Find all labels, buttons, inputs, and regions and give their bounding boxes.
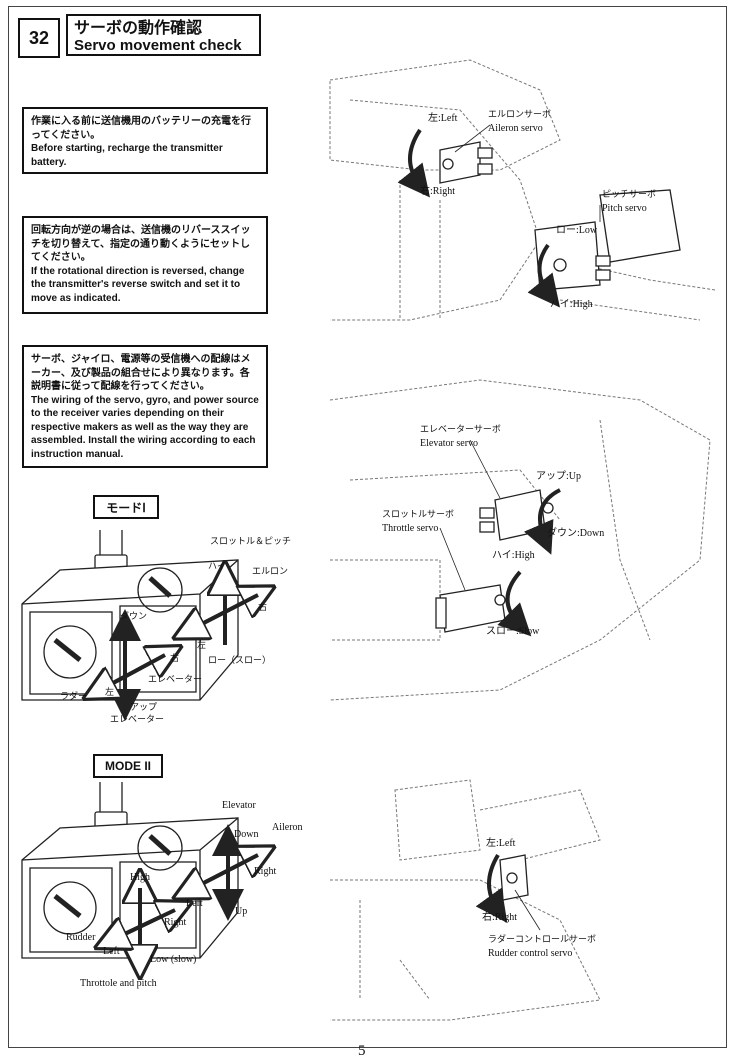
elevator-rotation-arrow xyxy=(523,488,561,555)
leader-lines xyxy=(439,124,601,931)
throttle-servo xyxy=(435,584,506,633)
m2-up: Up xyxy=(235,906,248,917)
f1-low: ロー:Low xyxy=(556,225,598,236)
f3-right: 右:Right xyxy=(482,912,518,923)
note-battery: 作業に入る前に送信機用のバッテリーの充電を行ってください。 Before sta… xyxy=(22,107,268,174)
mode2-label: MODE II xyxy=(93,754,163,778)
f3-rudder-jp: ラダーコントロールサーボ xyxy=(488,935,597,945)
m1-aileron: エルロン xyxy=(252,567,289,577)
mode2-arrows xyxy=(112,824,258,960)
mode1-arrows xyxy=(100,580,258,721)
f2-throttle-jp: スロットルサーボ xyxy=(382,510,455,520)
figure-aileron-pitch xyxy=(329,59,716,321)
m1-left-lower: 左 xyxy=(105,688,115,698)
aileron-rotation-arrow xyxy=(397,128,430,198)
note-battery-en: Before starting, recharge the transmitte… xyxy=(31,143,223,168)
step-number: 32 xyxy=(18,18,60,58)
m2-throttle-pitch: Throttole and pitch xyxy=(80,978,157,989)
m1-left-upper: 左 xyxy=(197,641,207,651)
rudder-rotation-arrow xyxy=(475,853,508,923)
f2-elevator-jp: エレベーターサーボ xyxy=(420,425,501,435)
title-en: Servo movement check xyxy=(74,37,242,54)
note-wiring: サーボ、ジャイロ、電源等の受信機への配線はメーカー、及び製品の組合せにより異なり… xyxy=(22,345,268,468)
m1-throttle-pitch: スロットル＆ピッチ xyxy=(210,537,292,547)
f2-slow: スロー:Slow xyxy=(486,626,540,637)
m2-elevator: Elevator xyxy=(222,800,256,811)
f1-right: 右:Right xyxy=(420,186,456,197)
m1-right-upper: 右 xyxy=(258,603,268,613)
m2-aileron: Aileron xyxy=(272,822,303,833)
m2-high: High xyxy=(130,872,150,883)
f1-pitch-en: Pitch servo xyxy=(602,203,647,214)
page-number: 5 xyxy=(358,1043,366,1059)
throttle-rotation-arrow xyxy=(497,570,532,637)
m1-up: アップ xyxy=(130,703,158,713)
f2-throttle-en: Throttle servo xyxy=(382,523,439,534)
f2-up: アップ:Up xyxy=(536,471,581,482)
title-jp: サーボの動作確認 xyxy=(74,18,203,37)
m2-left-lower: Left xyxy=(103,946,120,957)
f3-rudder-en: Rudder control servo xyxy=(488,948,573,959)
rudder-servo xyxy=(499,854,529,901)
f2-down: ダウン:Down xyxy=(547,528,605,539)
aileron-servo xyxy=(439,141,493,184)
f2-high: ハイ:High xyxy=(492,550,535,561)
f1-aileron-jp: エルロンサーボ xyxy=(488,110,552,120)
note-battery-jp: 作業に入る前に送信機用のバッテリーの充電を行ってください。 xyxy=(31,116,251,141)
pitch-rotation-arrow xyxy=(527,243,560,308)
m2-left-upper: Left xyxy=(186,898,203,909)
f3-left: 左:Left xyxy=(486,838,516,849)
note-wiring-jp: サーボ、ジャイロ、電源等の受信機への配線はメーカー、及び製品の組合せにより異なり… xyxy=(31,354,251,392)
note-reverse-en: If the rotational direction is reversed,… xyxy=(31,265,245,304)
m1-rudder: ラダー xyxy=(60,692,88,702)
note-reverse-jp: 回転方向が逆の場合は、送信機のリバーススイッチを切り替えて、指定の通り動くように… xyxy=(31,225,251,263)
figure-elevator-throttle xyxy=(329,379,711,701)
m2-rudder: Rudder xyxy=(66,932,96,943)
m2-down: Down xyxy=(234,829,259,840)
m1-elevator-bottom: エレベーター xyxy=(110,715,165,725)
mode1-label: モードⅠ xyxy=(93,495,159,519)
f1-left: 左:Left xyxy=(428,113,458,124)
m1-right-lower: 右 xyxy=(170,654,180,664)
note-wiring-en: The wiring of the servo, gyro, and power… xyxy=(31,394,259,460)
page-frame xyxy=(8,6,727,1048)
m2-right-lower: Right xyxy=(164,917,187,928)
f2-elevator-en: Elevator servo xyxy=(420,438,479,449)
f1-pitch-jp: ピッチサーボ xyxy=(602,190,657,200)
m2-right-upper: Right xyxy=(254,866,277,877)
m1-low-slow: ロー（スロー） xyxy=(208,656,272,666)
f1-high: ハイ:High xyxy=(550,299,593,310)
m1-down: ダウン xyxy=(120,612,148,622)
figure-rudder xyxy=(330,779,601,1021)
m1-elevator-mid: エレベーター xyxy=(148,675,203,685)
f1-aileron-en: Aileron servo xyxy=(488,123,543,134)
note-reverse: 回転方向が逆の場合は、送信機のリバーススイッチを切り替えて、指定の通り動くように… xyxy=(22,216,268,314)
m2-low-slow: Low (slow) xyxy=(150,954,197,965)
m1-high: ハイ xyxy=(208,562,226,572)
section-title: サーボの動作確認 Servo movement check xyxy=(66,14,261,56)
